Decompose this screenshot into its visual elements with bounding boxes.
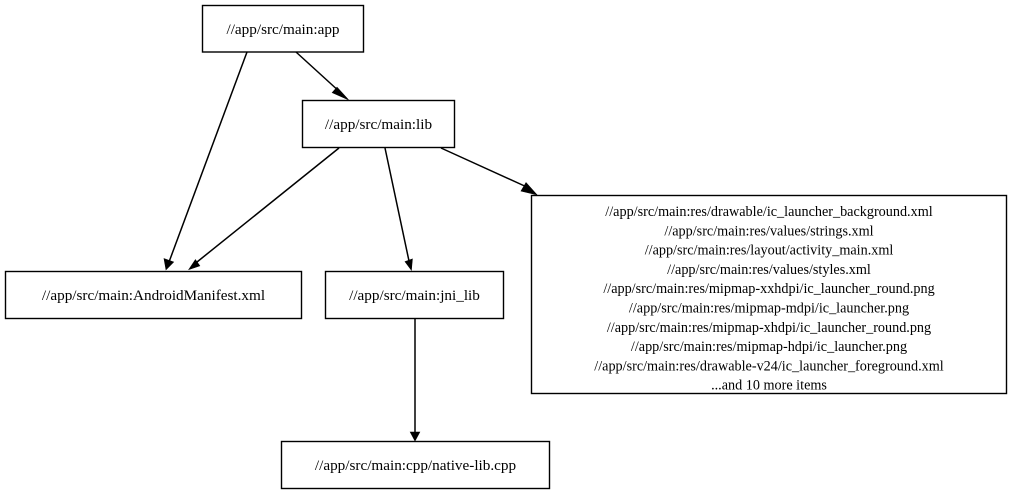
node-res-group-line: ...and 10 more items — [711, 378, 827, 394]
node-res-group[interactable]: //app/src/main:res/drawable/ic_launcher_… — [530, 194, 1008, 395]
arrowhead-icon — [163, 258, 175, 271]
edge-app-to-lib — [295, 51, 349, 101]
node-jni-lib-label: //app/src/main:jni_lib — [349, 287, 480, 304]
node-res-group-line: //app/src/main:res/layout/activity_main.… — [645, 243, 894, 259]
node-native-lib-box[interactable] — [280, 440, 551, 490]
node-native-lib[interactable]: //app/src/main:cpp/native-lib.cpp — [280, 440, 551, 490]
node-res-group-line: //app/src/main:res/values/strings.xml — [664, 223, 873, 239]
arrowhead-icon — [188, 259, 201, 271]
edge-group — [163, 51, 538, 442]
edge-line — [295, 51, 342, 94]
arrowhead-icon — [404, 258, 413, 272]
node-app[interactable]: //app/src/main:app — [201, 4, 365, 53]
node-res-group-line: //app/src/main:res/drawable-v24/ic_launc… — [594, 358, 944, 374]
node-res-group-line: //app/src/main:res/mipmap-xhdpi/ic_launc… — [607, 320, 931, 336]
node-res-group-label-lines: //app/src/main:res/drawable/ic_launcher_… — [594, 204, 944, 394]
arrowhead-icon — [331, 86, 349, 101]
edge-line — [384, 147, 410, 262]
node-jni-lib-box[interactable] — [324, 270, 505, 320]
node-lib[interactable]: //app/src/main:lib — [301, 99, 456, 149]
node-res-group-box[interactable] — [530, 194, 1008, 395]
edge-lib-to-manifest — [188, 147, 340, 271]
node-app-box[interactable] — [201, 4, 365, 53]
node-res-group-line: //app/src/main:res/mipmap-mdpi/ic_launch… — [629, 301, 909, 317]
node-lib-label: //app/src/main:lib — [325, 116, 433, 133]
node-app-label: //app/src/main:app — [226, 21, 339, 38]
node-android-manifest[interactable]: //app/src/main:AndroidManifest.xml — [4, 270, 303, 320]
edge-lib-to-jni-lib — [384, 147, 413, 272]
node-android-manifest-box[interactable] — [4, 270, 303, 320]
node-native-lib-label: //app/src/main:cpp/native-lib.cpp — [315, 457, 516, 474]
edge-lib-to-res — [440, 147, 538, 196]
arrowhead-icon — [409, 431, 421, 442]
node-res-group-line: //app/src/main:res/drawable/ic_launcher_… — [605, 204, 932, 220]
arrowhead-icon — [520, 182, 538, 196]
edge-line — [440, 147, 530, 189]
node-android-manifest-label: //app/src/main:AndroidManifest.xml — [42, 287, 265, 304]
edge-line — [168, 51, 248, 263]
node-res-group-line: //app/src/main:res/values/styles.xml — [667, 262, 871, 278]
edge-line — [196, 147, 340, 263]
node-jni-lib[interactable]: //app/src/main:jni_lib — [324, 270, 505, 320]
node-res-group-line: //app/src/main:res/mipmap-xxhdpi/ic_laun… — [603, 281, 934, 297]
edge-app-to-manifest — [163, 51, 248, 271]
node-res-group-line: //app/src/main:res/mipmap-hdpi/ic_launch… — [631, 339, 907, 355]
edge-jni-lib-to-native-lib — [409, 318, 421, 442]
node-lib-box[interactable] — [301, 99, 456, 149]
